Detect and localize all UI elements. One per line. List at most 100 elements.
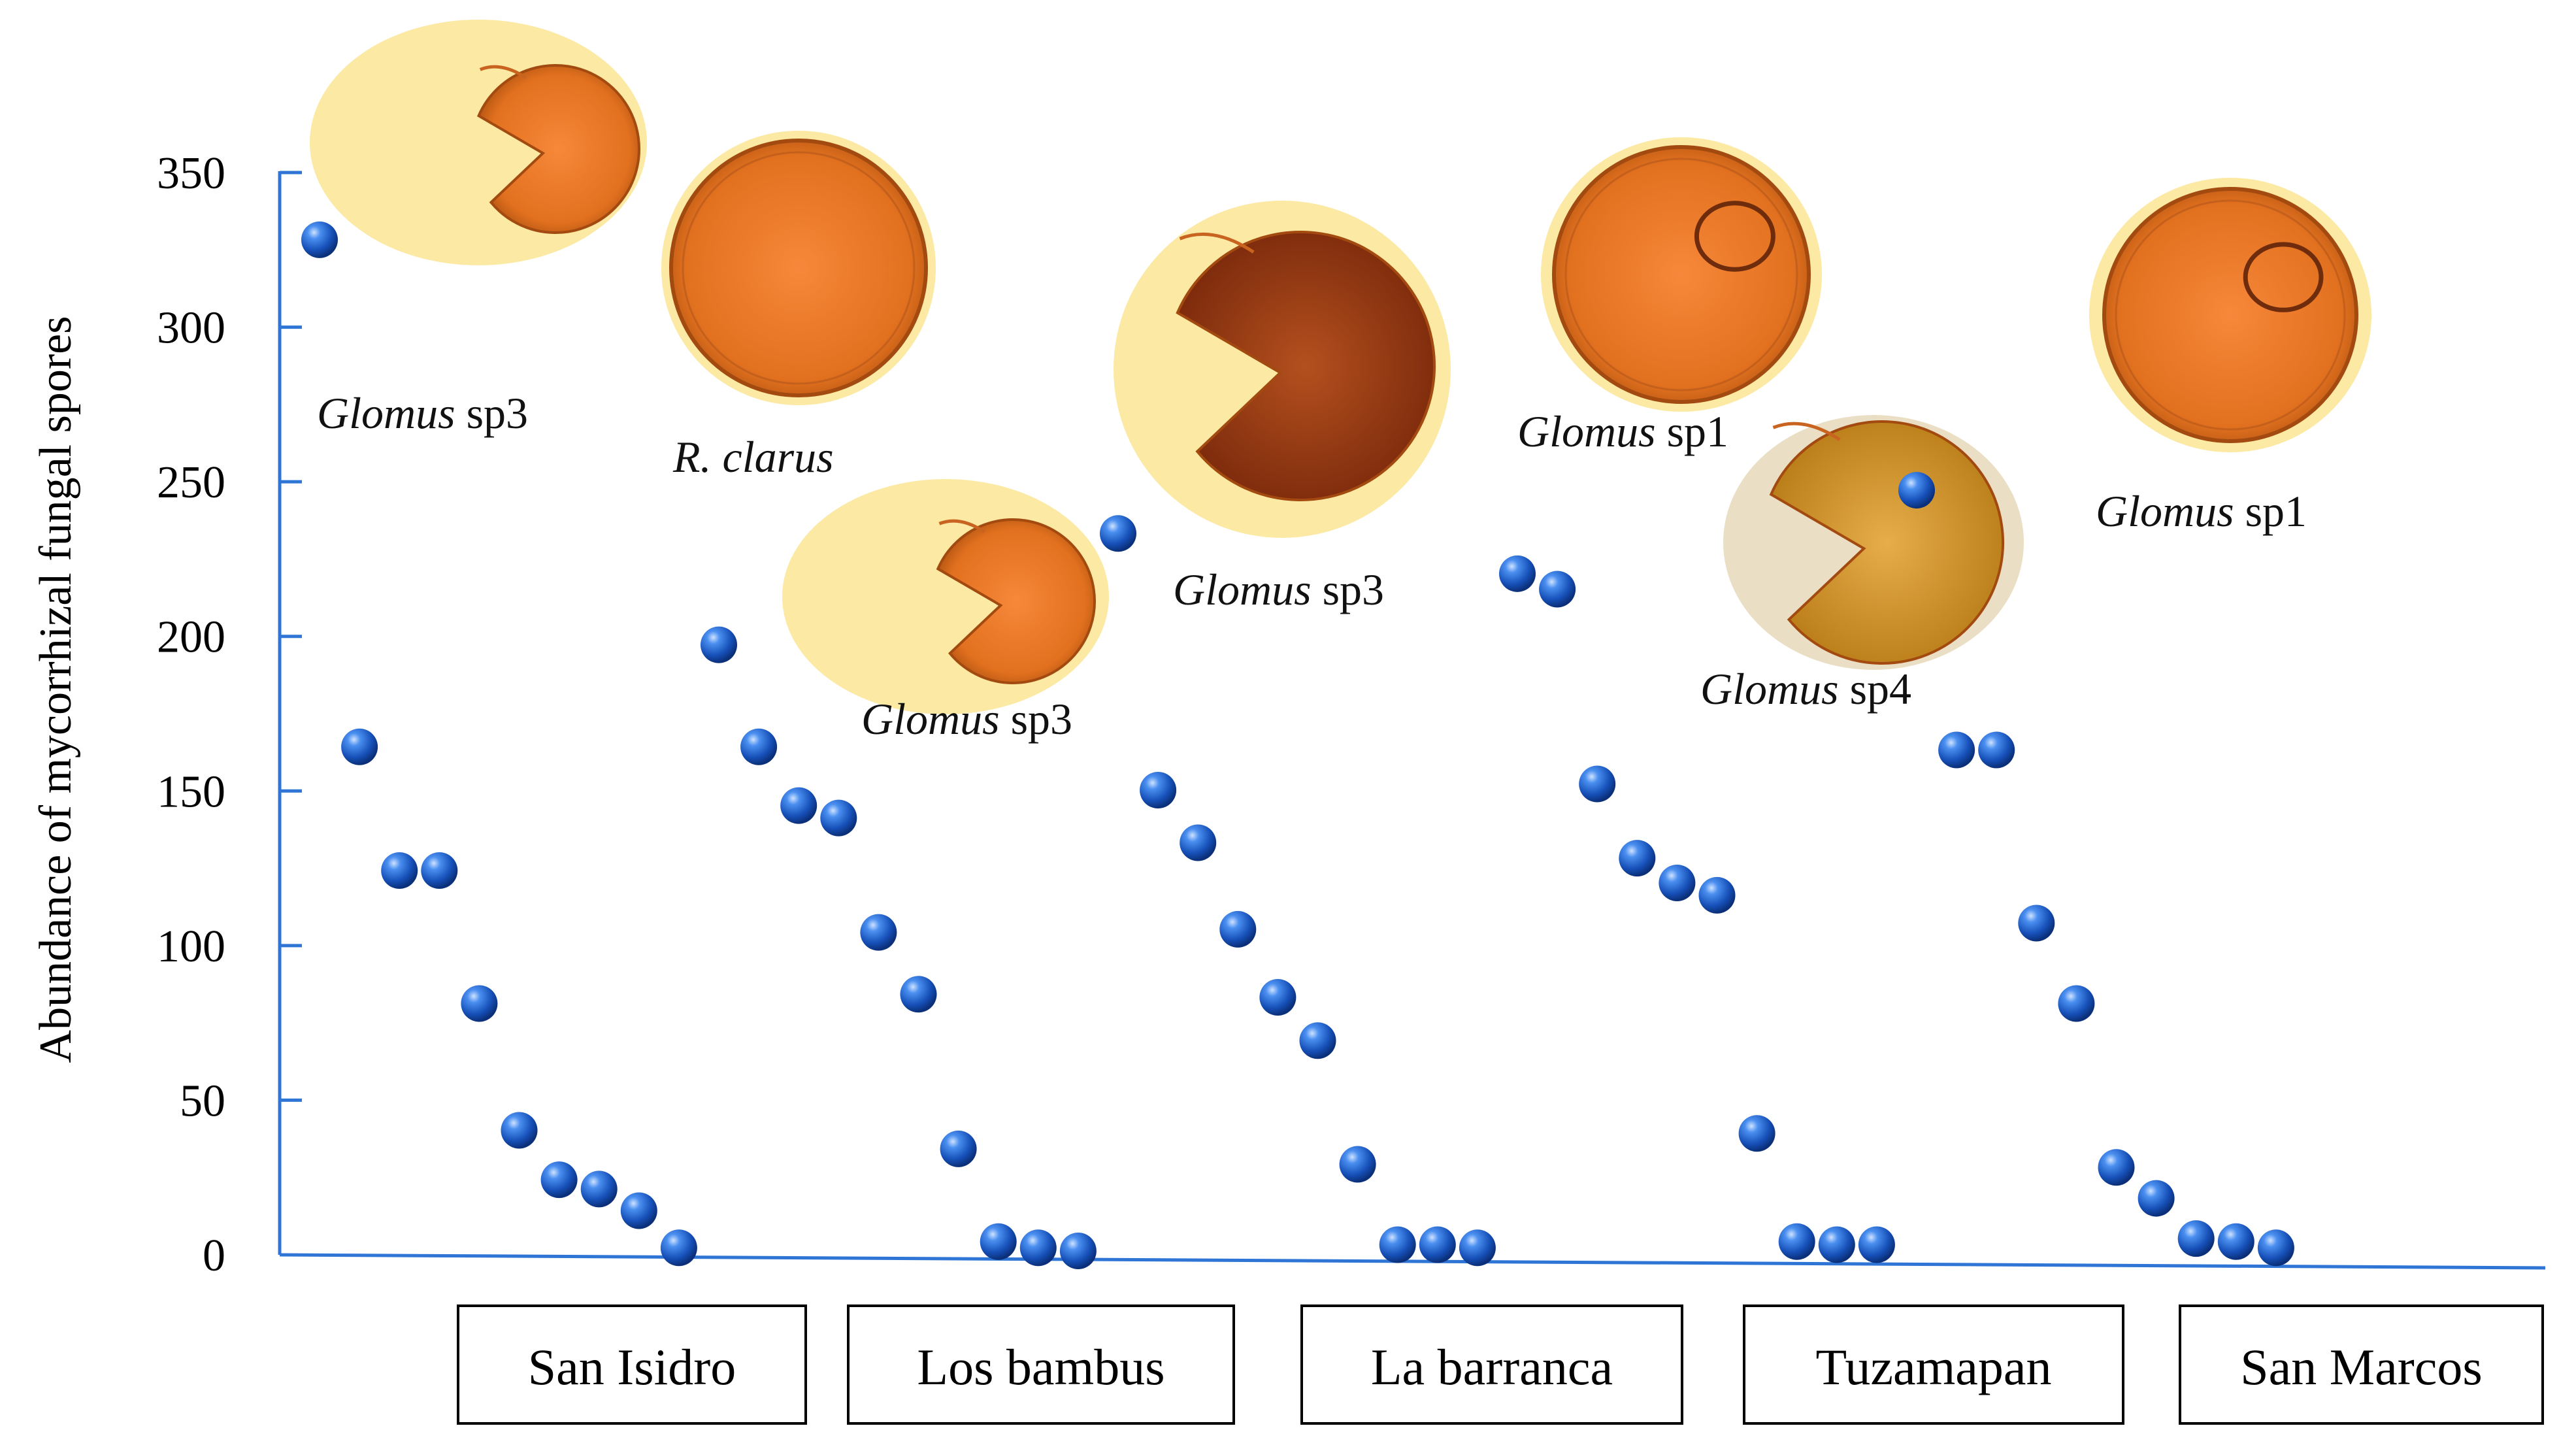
species-epithet: sp3	[455, 388, 528, 438]
spore-cell	[669, 139, 928, 397]
data-point	[540, 1161, 578, 1199]
site-label-box	[1300, 1304, 1683, 1425]
spore-cell	[1769, 420, 2004, 665]
y-tick-label: 200	[157, 612, 225, 663]
x-axis	[279, 1253, 2546, 1270]
spore-wall	[1564, 158, 1798, 391]
spore-hypha	[1772, 422, 1841, 441]
data-point	[1379, 1226, 1416, 1263]
data-point	[1818, 1226, 1855, 1263]
site-label: Tuzamapan	[1815, 1338, 2051, 1395]
spore-wall	[682, 151, 916, 385]
spore-wall	[2115, 199, 2346, 431]
data-point	[900, 976, 937, 1013]
species-genus: Glomus	[1700, 664, 1839, 714]
spore-cell	[1552, 145, 1811, 404]
data-point	[341, 728, 378, 765]
species-epithet: sp1	[2234, 486, 2307, 536]
data-point	[461, 985, 498, 1022]
data-point	[740, 728, 778, 765]
y-tick-label: 350	[157, 148, 225, 199]
data-point	[1339, 1146, 1376, 1183]
site-label-box	[457, 1304, 807, 1425]
data-point	[1539, 571, 1576, 608]
data-point	[1419, 1226, 1456, 1263]
data-point	[660, 1229, 697, 1267]
spore-cell	[2102, 187, 2358, 443]
y-tick-label: 0	[203, 1231, 225, 1281]
data-point	[1858, 1226, 1895, 1263]
spore-hypha	[479, 65, 527, 80]
data-point	[2177, 1220, 2215, 1257]
data-point	[1140, 772, 1177, 809]
species-epithet: sp3	[1000, 694, 1072, 744]
data-points	[301, 221, 2294, 1269]
y-axis-label: Abundance of mycorrhizal fungal spores	[31, 316, 81, 1063]
site-label-box	[847, 1304, 1235, 1425]
species-label: Glomus sp3	[861, 694, 1072, 744]
y-tick-label: 50	[180, 1076, 225, 1126]
data-point	[1978, 731, 2015, 769]
data-point	[860, 914, 897, 951]
data-point	[1459, 1229, 1496, 1267]
data-point	[501, 1112, 538, 1149]
species-genus: Glomus	[1517, 407, 1656, 456]
y-tick-label: 100	[157, 922, 225, 972]
species-label: Glomus sp4	[1700, 664, 1911, 714]
spore-cell	[936, 518, 1096, 684]
data-point	[1938, 731, 1975, 769]
data-point	[2018, 905, 2055, 942]
data-point	[1259, 979, 1296, 1016]
data-point	[2257, 1229, 2294, 1267]
data-point	[940, 1130, 977, 1167]
site-label-box	[2179, 1304, 2544, 1425]
site-label: San Isidro	[528, 1338, 736, 1395]
site-label-box	[1743, 1304, 2124, 1425]
spore-inner-body	[1694, 201, 1775, 272]
data-point	[980, 1223, 1017, 1260]
data-point	[820, 799, 857, 837]
data-point	[580, 1171, 618, 1208]
y-tick-label: 300	[157, 303, 225, 354]
data-point	[1299, 1022, 1336, 1059]
species-genus: Glomus	[1173, 565, 1312, 614]
data-point	[1100, 515, 1136, 552]
species-label: Glomus sp3	[1173, 565, 1384, 614]
species-genus: Glomus	[2096, 486, 2234, 536]
y-tick-label: 150	[157, 767, 225, 817]
data-point	[2058, 985, 2095, 1022]
data-point	[301, 221, 338, 258]
species-label: Glomus sp1	[2096, 486, 2307, 536]
data-point	[381, 852, 418, 889]
spore-hypha	[1179, 232, 1255, 254]
data-point	[1019, 1229, 1057, 1267]
data-point	[1499, 555, 1536, 592]
species-genus: Glomus	[861, 694, 1000, 744]
data-point	[1180, 824, 1217, 861]
species-label: R. clarus	[672, 432, 834, 482]
spore-cell	[476, 64, 640, 234]
species-genus: Glomus	[317, 388, 455, 438]
species-epithet: sp1	[1656, 407, 1728, 456]
data-point	[1619, 840, 1656, 877]
data-point	[1579, 765, 1616, 803]
site-label: Los bambus	[917, 1338, 1164, 1395]
data-point	[1778, 1223, 1815, 1260]
data-point	[701, 626, 737, 663]
data-point	[2098, 1149, 2135, 1186]
data-point	[1659, 864, 1696, 901]
data-point	[1898, 472, 1935, 509]
site-label: La barranca	[1371, 1338, 1613, 1395]
data-point	[1059, 1233, 1097, 1269]
site-labels: San Isidro Los bambus La barranca Tuzamapan…	[457, 1304, 2544, 1425]
spore-inner-body	[2243, 242, 2324, 312]
species-epithet: sp4	[1839, 664, 1911, 714]
data-point	[421, 852, 458, 889]
spore-cell	[1176, 231, 1436, 501]
species-epithet: sp3	[1312, 565, 1384, 614]
data-point	[2138, 1180, 2175, 1217]
species-label: Glomus sp1	[1517, 407, 1728, 456]
